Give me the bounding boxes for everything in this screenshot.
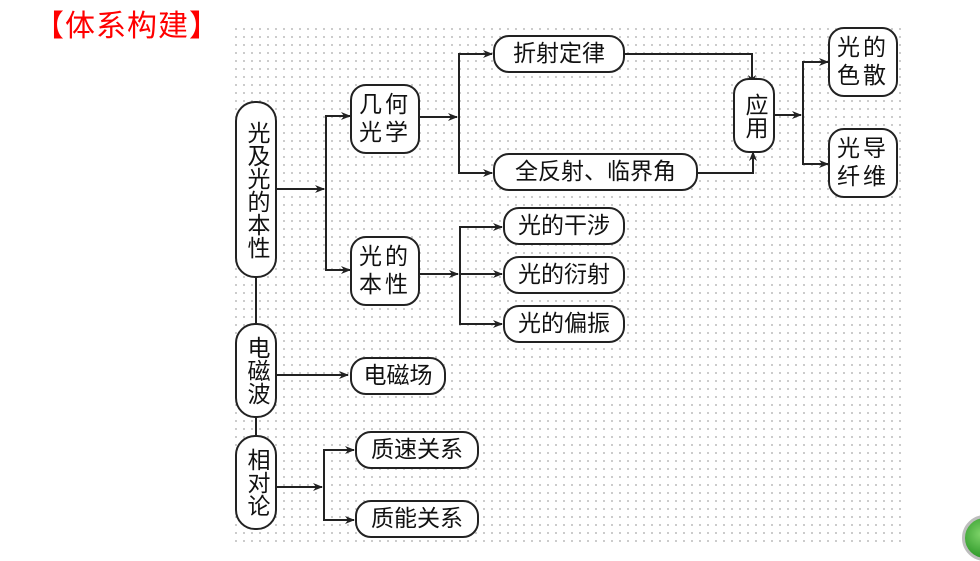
- edge-total-app: [698, 151, 757, 174]
- node-diffraction: 光的衍射: [503, 256, 625, 294]
- edge-branch-nature: [325, 189, 351, 274]
- node-label: 光的偏振: [518, 311, 610, 337]
- edge-rel-velocity: [323, 446, 355, 487]
- node-label: 光的 本性: [359, 244, 411, 298]
- node-label: 质速关系: [371, 437, 463, 463]
- edge-nature-polarization: [459, 274, 503, 328]
- node-geometric-optics: 几何 光学: [350, 84, 420, 154]
- node-total-reflection: 全反射、临界角: [493, 153, 698, 191]
- node-mass-velocity: 质速关系: [355, 431, 479, 469]
- node-mass-energy: 质能关系: [355, 500, 479, 538]
- node-electromagnetic-wave: 电磁波: [235, 323, 277, 418]
- edge-geo-refraction: [458, 50, 493, 117]
- node-relativity: 相对论: [235, 435, 277, 530]
- edge-rel-energy: [323, 487, 355, 524]
- node-light-nature: 光的 本性: [350, 236, 420, 306]
- node-label: 光导 纤维: [837, 136, 889, 190]
- node-label: 电磁波: [243, 336, 269, 405]
- node-interference: 光的干涉: [503, 207, 625, 245]
- node-optical-fiber: 光导 纤维: [828, 128, 898, 198]
- edge-nature-interference: [459, 223, 503, 274]
- edge-app-dispersion: [802, 58, 829, 115]
- node-light-and-nature: 光及光的本性: [235, 101, 277, 278]
- node-dispersion: 光的 色散: [828, 27, 898, 97]
- node-polarization: 光的偏振: [503, 305, 625, 343]
- edge-branch-geo: [325, 112, 351, 189]
- node-label: 光的 色散: [837, 35, 889, 89]
- node-label: 光的衍射: [518, 262, 610, 288]
- node-label: 相对论: [243, 448, 269, 517]
- node-refraction-law: 折射定律: [493, 35, 625, 73]
- edge-app-fiber: [802, 115, 829, 168]
- section-title: 【体系构建】: [34, 9, 220, 44]
- edge-geo-total: [458, 117, 493, 177]
- edge-refraction-app: [625, 53, 756, 85]
- node-application: 应用: [733, 78, 775, 153]
- node-label: 电磁场: [363, 363, 433, 389]
- node-label: 质能关系: [371, 506, 463, 532]
- node-label: 光的干涉: [518, 213, 610, 239]
- node-label: 应用: [741, 92, 767, 139]
- node-label: 几何 光学: [359, 92, 411, 146]
- node-label: 折射定律: [513, 41, 605, 67]
- node-label: 全反射、临界角: [515, 159, 676, 185]
- node-em-field: 电磁场: [350, 357, 446, 395]
- node-label: 光及光的本性: [243, 120, 269, 259]
